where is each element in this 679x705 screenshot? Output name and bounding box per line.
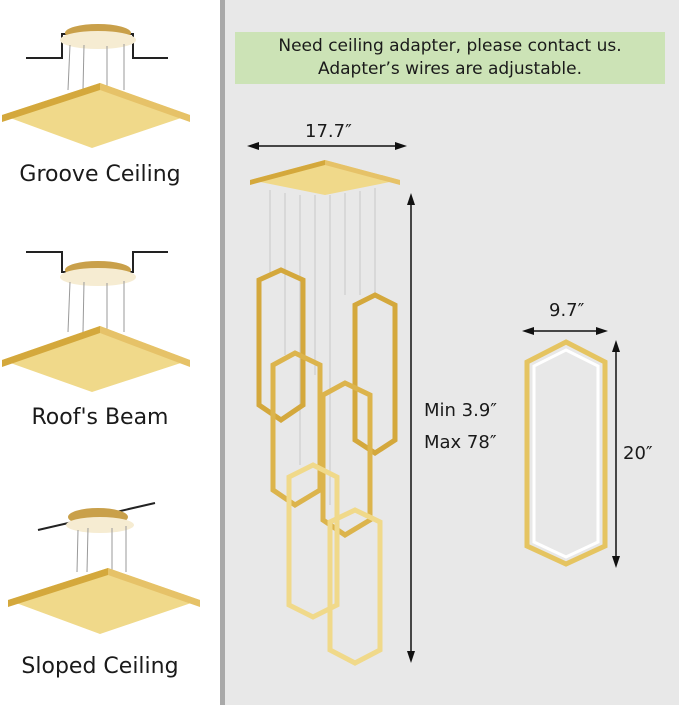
roof-beam-icon bbox=[2, 251, 190, 392]
sloped-ceiling-icon bbox=[8, 502, 200, 634]
height-arrow bbox=[407, 193, 415, 663]
height-max-label: Max 78″ bbox=[424, 432, 497, 453]
height-min-label: Min 3.9″ bbox=[424, 400, 498, 421]
ring-illustration bbox=[524, 339, 608, 567]
mounting-options-panel: Groove Ceiling Roof's Beam Sloped Ceilin… bbox=[0, 0, 220, 705]
mount-label-sloped: Sloped Ceiling bbox=[21, 654, 179, 679]
panel-divider bbox=[220, 0, 225, 705]
mount-label-groove: Groove Ceiling bbox=[19, 162, 181, 187]
dimensions-panel: Need ceiling adapter, please contact us.… bbox=[225, 0, 679, 705]
chandelier-illustration bbox=[250, 160, 400, 666]
groove-ceiling-icon bbox=[2, 24, 190, 148]
canopy-width-arrow bbox=[247, 142, 407, 150]
mount-label-roof-beam: Roof's Beam bbox=[31, 405, 169, 430]
canopy-width-label: 17.7″ bbox=[305, 121, 352, 142]
adapter-note: Need ceiling adapter, please contact us.… bbox=[235, 32, 665, 84]
ring-height-arrow bbox=[612, 340, 620, 568]
ring-width-label: 9.7″ bbox=[549, 300, 585, 321]
note-line-1: Need ceiling adapter, please contact us. bbox=[278, 36, 622, 56]
ring-height-label: 20″ bbox=[623, 443, 653, 464]
ring-width-arrow bbox=[522, 327, 608, 335]
note-line-2: Adapter’s wires are adjustable. bbox=[318, 59, 582, 79]
